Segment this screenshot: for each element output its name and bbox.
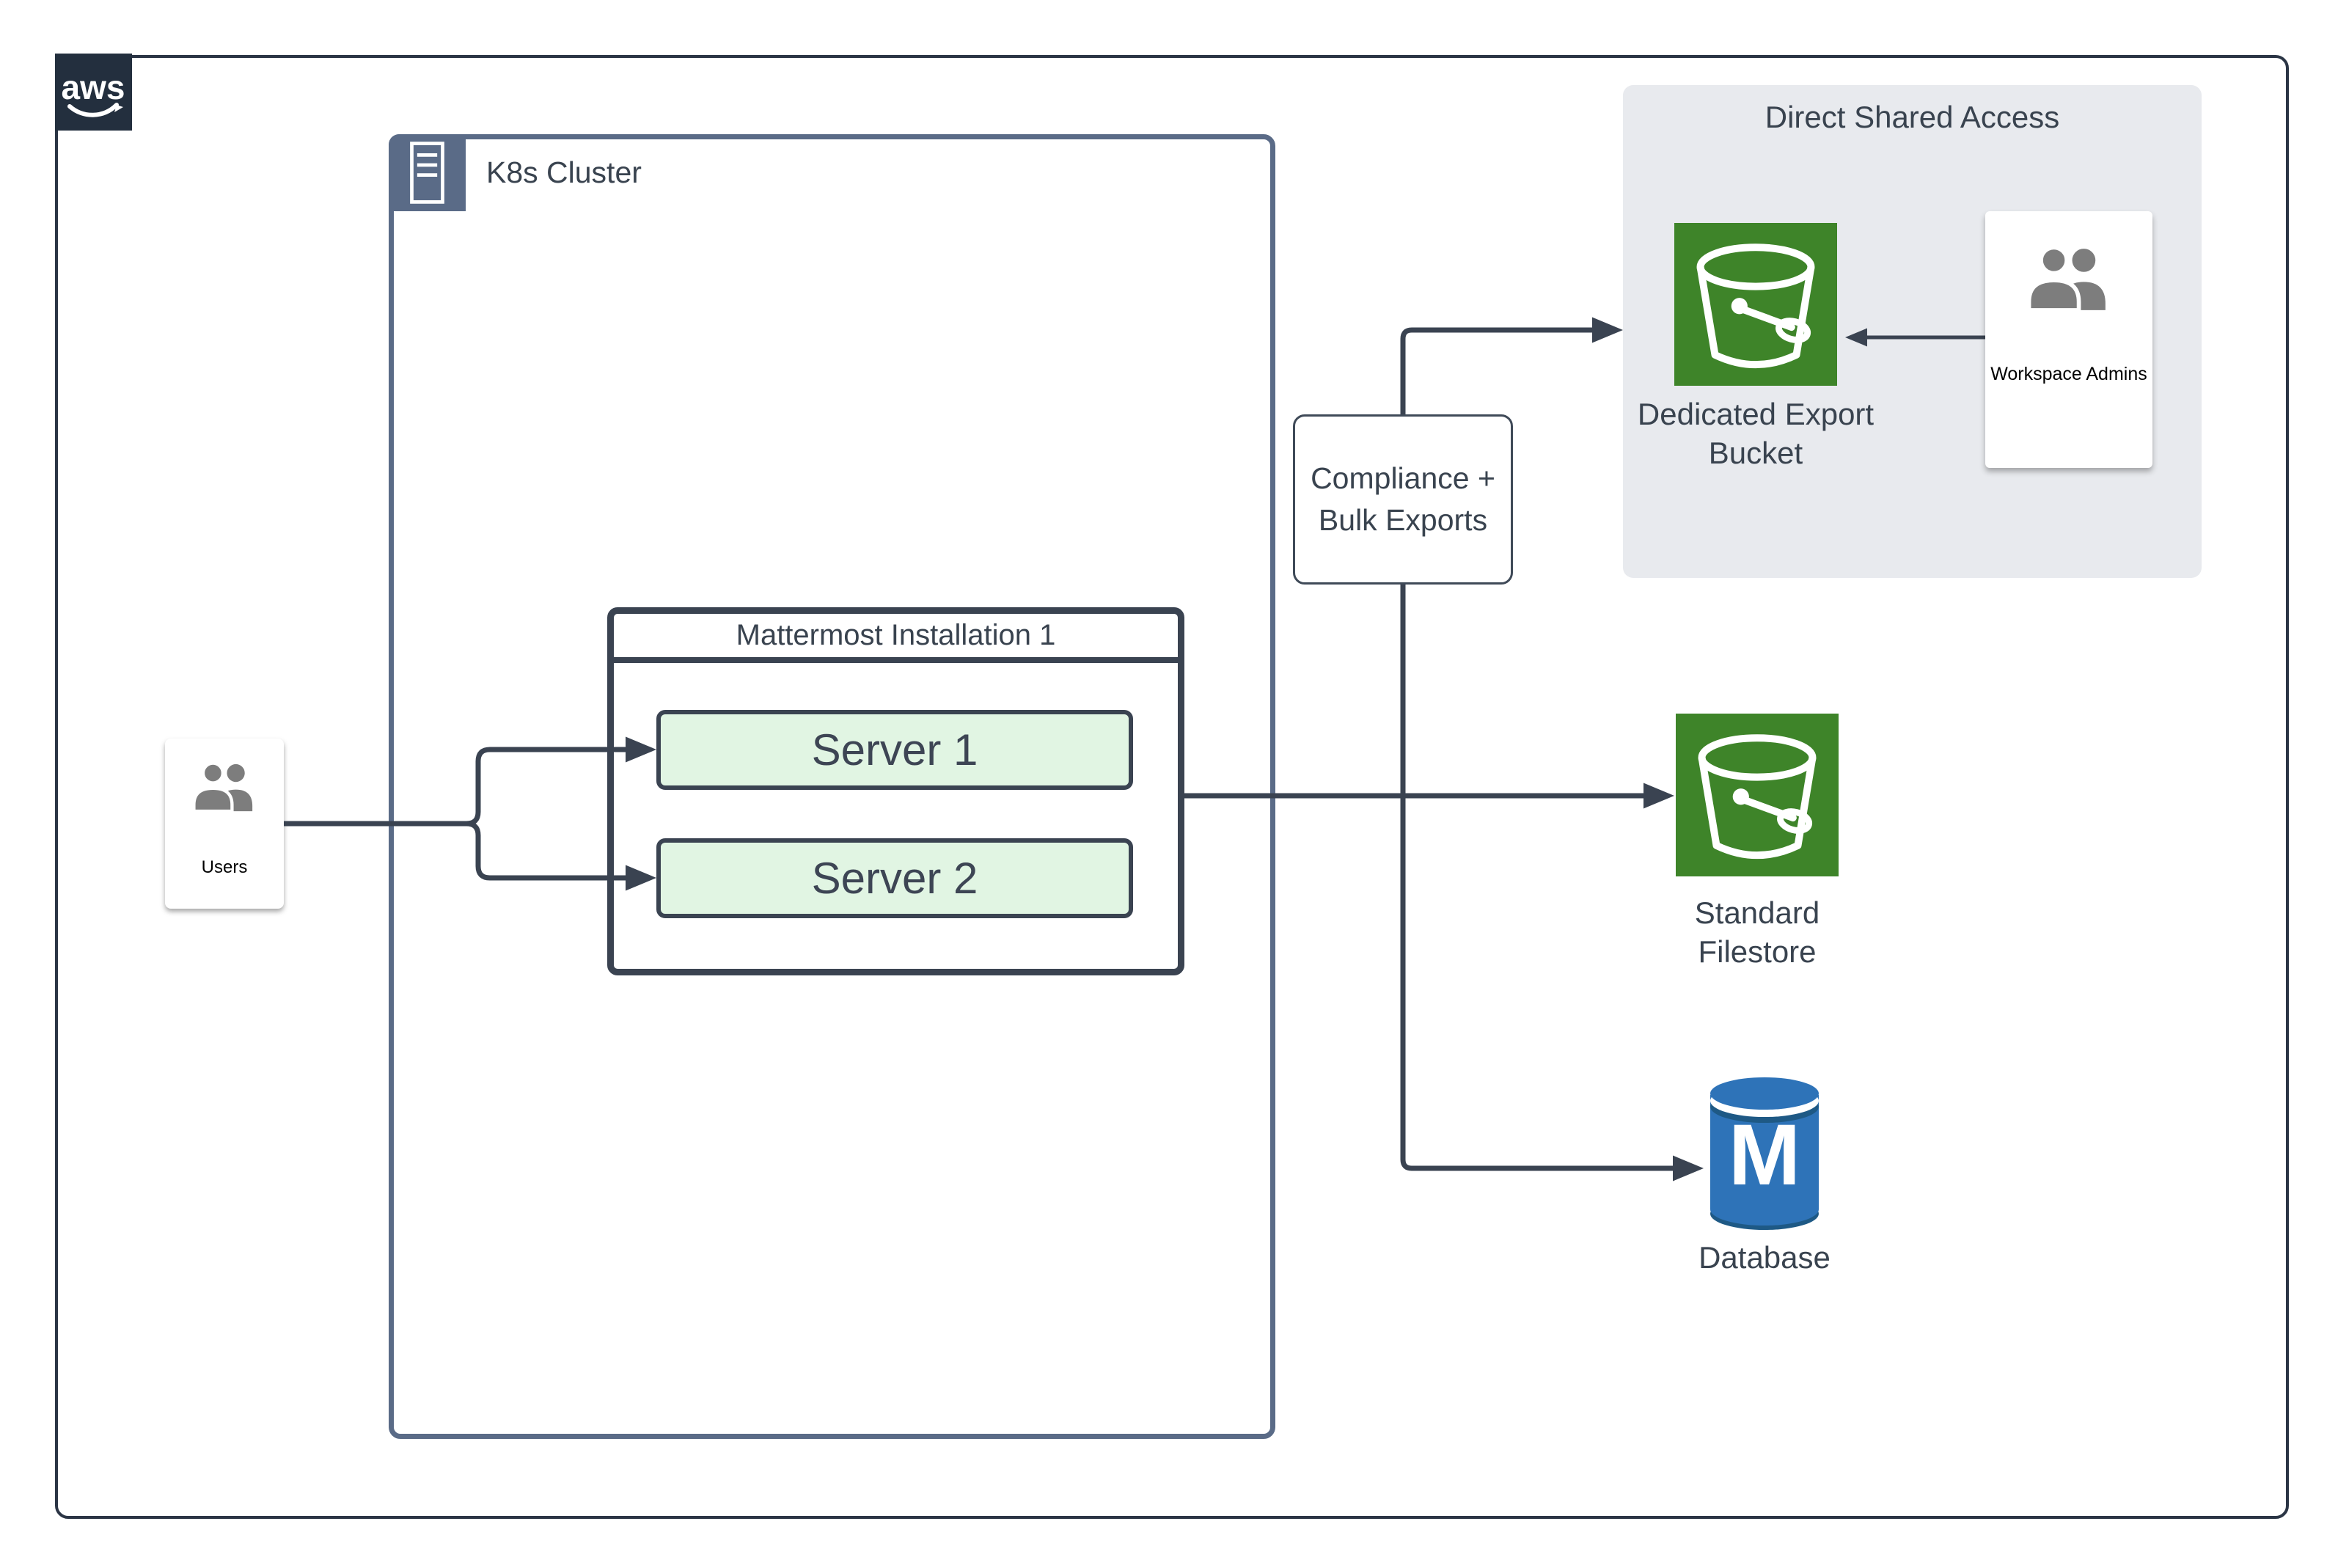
workspace-admins-people-icon	[2026, 245, 2106, 312]
compliance-label-line1: Compliance +	[1311, 461, 1495, 495]
users-label: Users	[201, 857, 248, 877]
database-label: Database	[1698, 1240, 1831, 1275]
mattermost-installation-title: Mattermost Installation 1	[614, 614, 1178, 663]
server-1-node: Server 1	[656, 710, 1133, 790]
server-2-label: Server 2	[811, 854, 978, 903]
compliance-bulk-exports-node: Compliance + Bulk Exports	[1293, 414, 1513, 585]
users-people-icon	[192, 761, 253, 813]
server-rack-icon	[410, 142, 444, 204]
database-node: M	[1703, 1073, 1826, 1234]
database-letter: M	[1729, 1107, 1800, 1204]
server-1-label: Server 1	[811, 725, 978, 774]
workspace-admins-node: Workspace Admins	[1985, 211, 2152, 468]
dedicated-export-bucket-node	[1674, 223, 1837, 386]
aws-logo: aws	[55, 54, 132, 131]
workspace-admins-label: Workspace Admins	[1990, 364, 2147, 384]
k8s-cluster-box	[389, 134, 1275, 1439]
aws-logo-text: aws	[62, 68, 125, 106]
users-node: Users	[165, 739, 284, 909]
compliance-label-line2: Bulk Exports	[1318, 503, 1488, 537]
k8s-cluster-corner-badge	[389, 134, 466, 211]
mattermost-installation-box: Mattermost Installation 1 Server 1 Serve…	[607, 607, 1184, 975]
dedicated-export-bucket-label: Dedicated Export Bucket	[1637, 397, 1875, 470]
direct-shared-access-title: Direct Shared Access	[1765, 100, 2060, 134]
s3-bucket-icon	[1698, 734, 1817, 860]
standard-filestore-label: Standard Filestore	[1694, 895, 1820, 969]
standard-filestore-node	[1676, 714, 1839, 876]
diagram-outer-border	[55, 55, 2289, 1519]
s3-bucket-icon	[1696, 243, 1815, 369]
aws-logo-icon: aws	[62, 68, 125, 117]
server-2-node: Server 2	[656, 838, 1133, 918]
database-cylinder-icon: M	[1710, 1077, 1819, 1230]
k8s-cluster-label: K8s Cluster	[486, 155, 642, 189]
